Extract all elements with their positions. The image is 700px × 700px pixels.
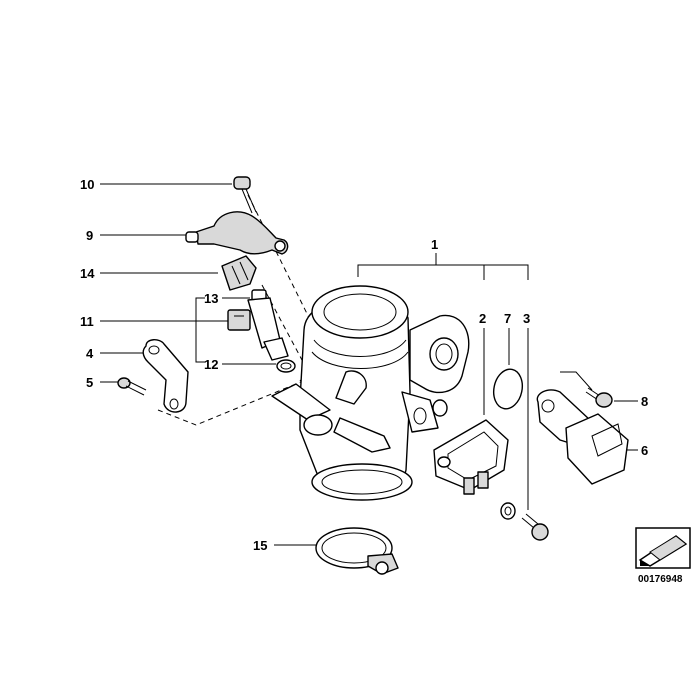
screw-part-3	[521, 513, 549, 541]
screw-part-5	[117, 377, 147, 396]
callout-3: 3	[523, 311, 530, 326]
callout-11: 11	[80, 314, 94, 329]
callout-8: 8	[641, 394, 648, 409]
callout-14: 14	[80, 266, 95, 281]
sensor-part-2	[433, 419, 509, 495]
bolt-part-10	[233, 176, 257, 214]
callout-9: 9	[86, 228, 93, 243]
screw-part-8	[585, 387, 613, 408]
callout-15: 15	[253, 538, 267, 553]
washer-part-3	[500, 502, 516, 520]
callout-13: 13	[204, 291, 218, 306]
clip-part-14	[221, 255, 257, 291]
callout-10: 10	[80, 177, 94, 192]
fuel-fitting-part-9	[185, 211, 289, 255]
o-ring-part-7	[492, 368, 524, 410]
callout-7: 7	[504, 311, 511, 326]
arrow-badge-icon	[635, 527, 691, 569]
o-ring-part-12	[276, 359, 296, 373]
callout-2: 2	[479, 311, 486, 326]
hose-clamp-part-15	[315, 527, 399, 575]
callout-4: 4	[86, 346, 94, 361]
callout-labels: 10 9 14 13 11 4 12 5 1 2 7 3 8 6 15	[80, 177, 648, 553]
document-number: 00176948	[638, 574, 683, 585]
callout-5: 5	[86, 375, 93, 390]
throttle-body-part-1	[271, 285, 470, 501]
bracket-part-4	[142, 339, 189, 413]
callout-6: 6	[641, 443, 648, 458]
callout-1: 1	[431, 237, 438, 252]
callout-12: 12	[204, 357, 218, 372]
actuator-part-6	[536, 389, 629, 485]
injector-part-11	[227, 289, 289, 361]
